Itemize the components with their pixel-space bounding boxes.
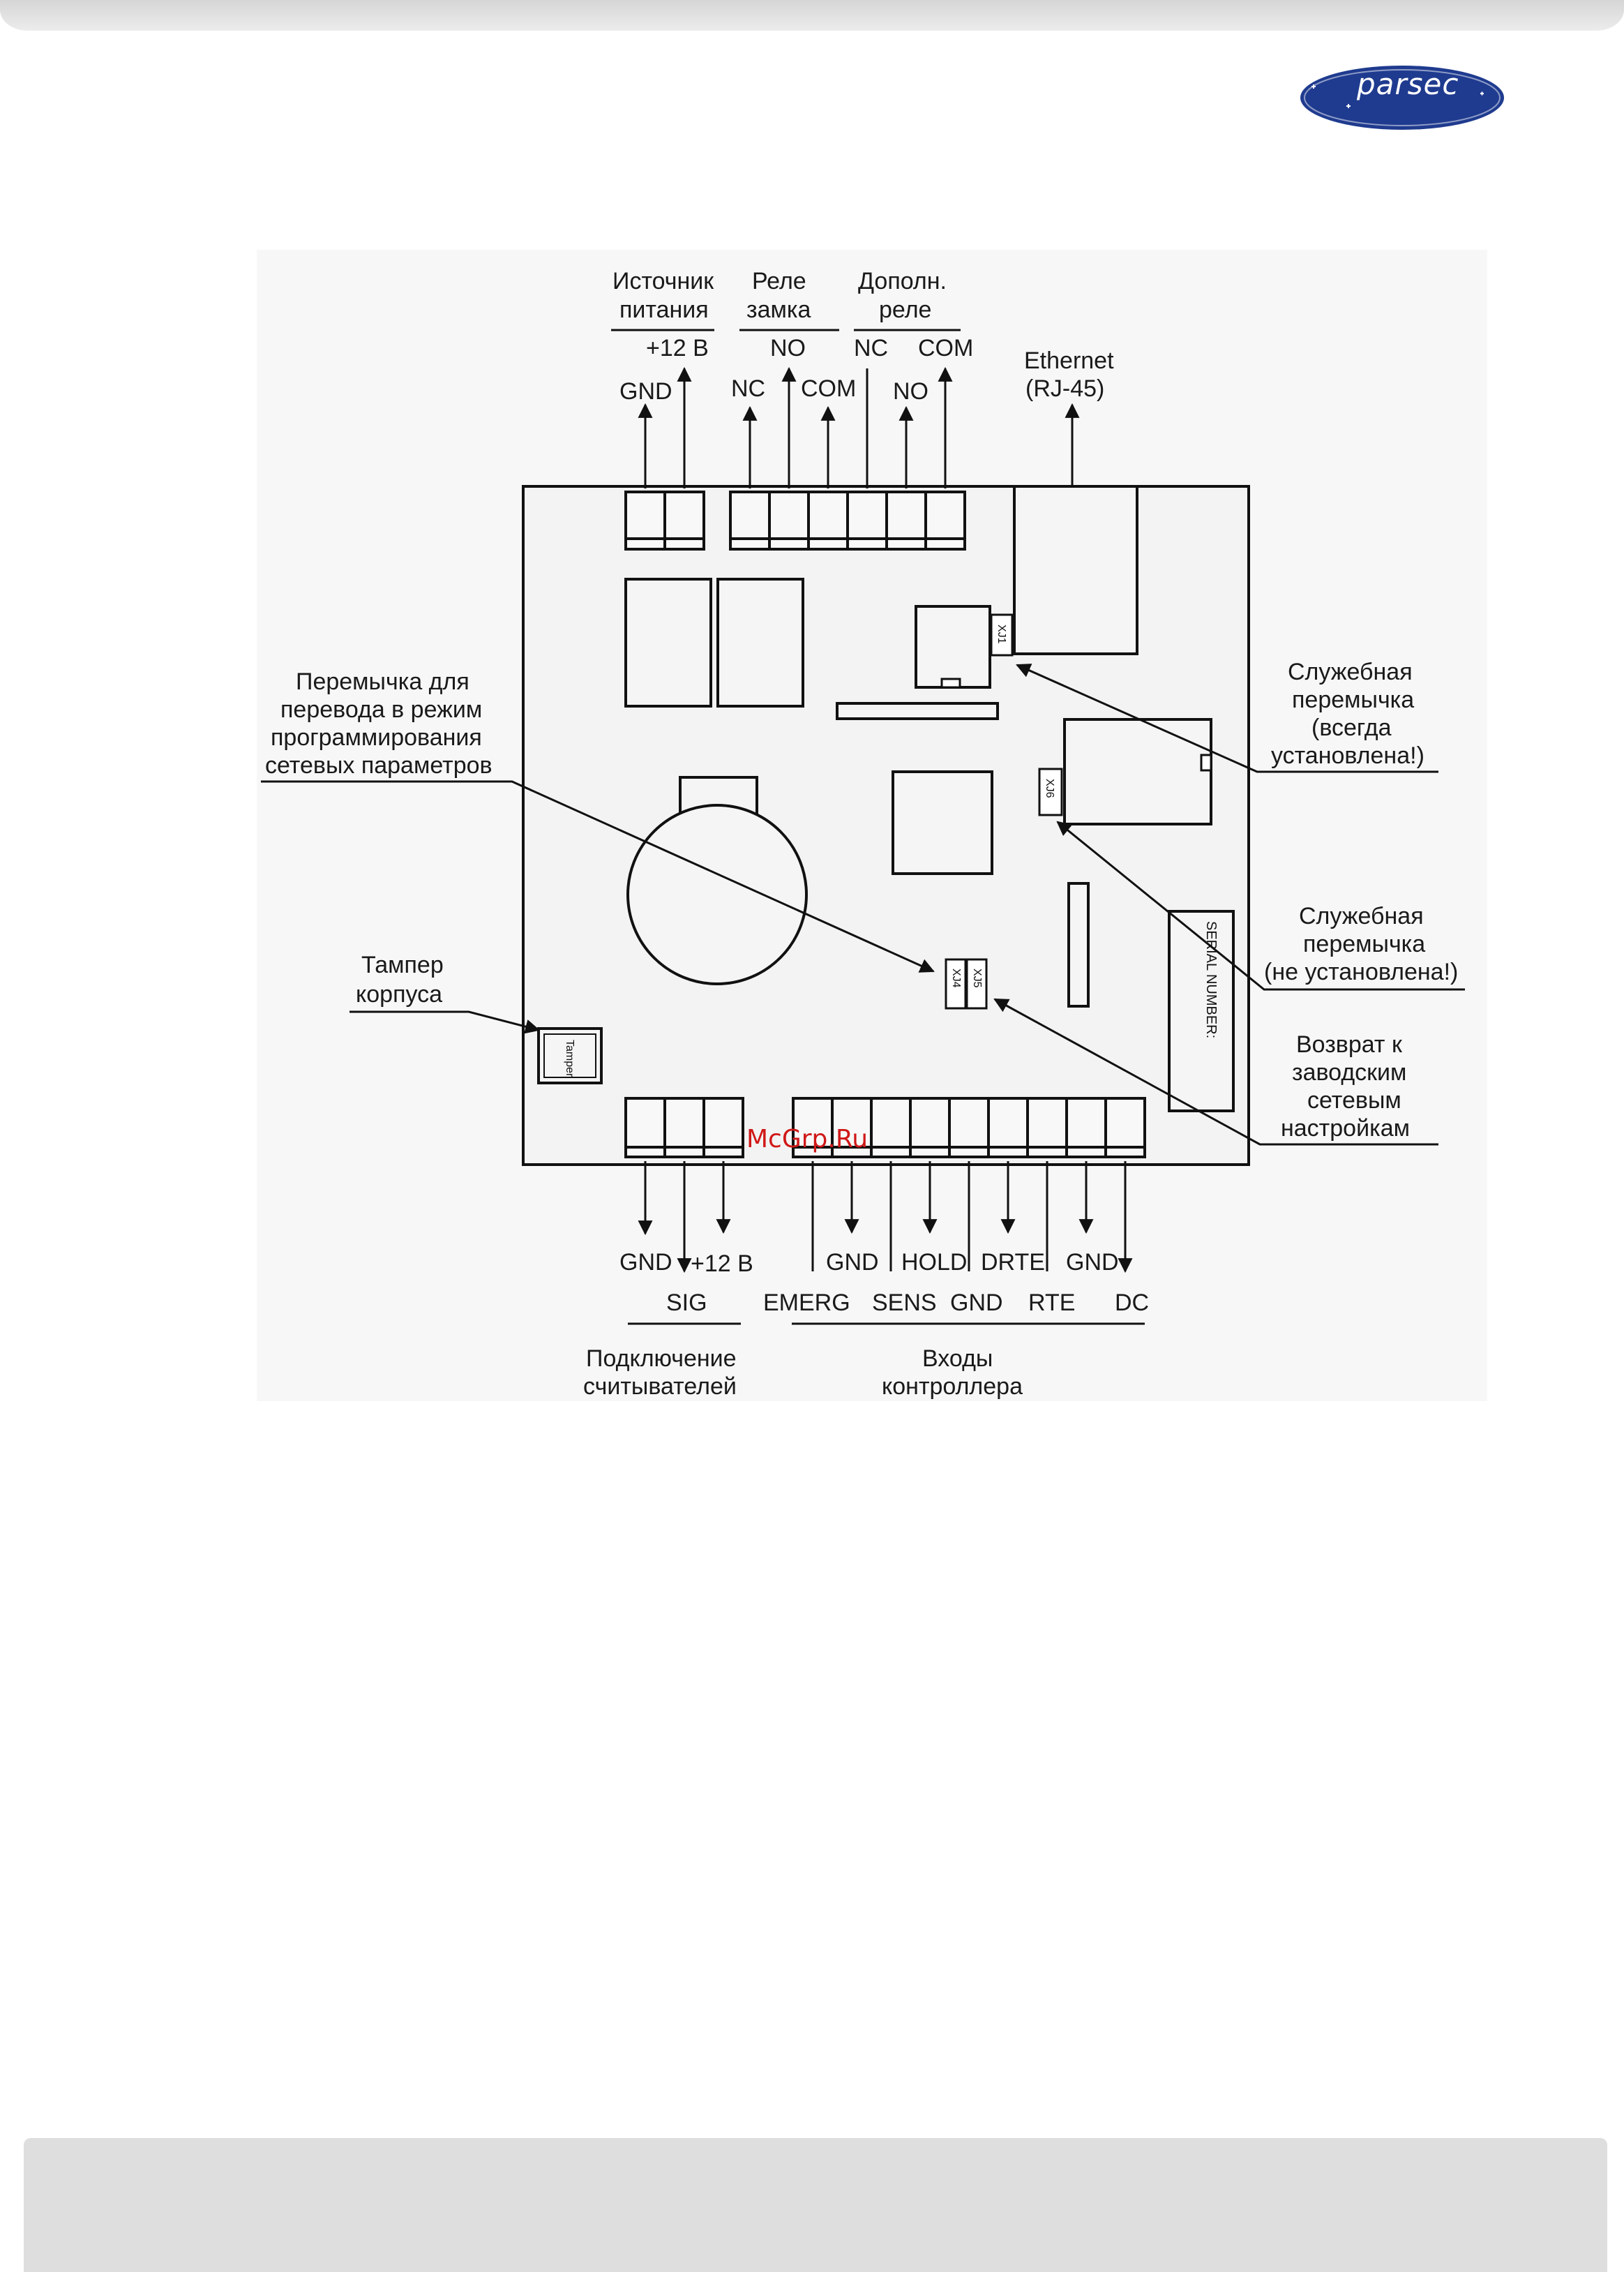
parsec-logo bbox=[1300, 66, 1504, 130]
xj6-jumper bbox=[1038, 768, 1063, 816]
serial-text: SERIAL NUMBER: bbox=[1203, 921, 1219, 1038]
jumper-prog-label-1: Перемычка для bbox=[296, 668, 469, 695]
tamper-switch bbox=[537, 1027, 603, 1084]
ethernet-jack bbox=[1013, 485, 1138, 655]
battery bbox=[626, 804, 808, 985]
inputs-label-2: контроллера bbox=[882, 1373, 1023, 1400]
pin-plus12-reader: +12 В bbox=[691, 1250, 753, 1277]
pin-no-lock: NO bbox=[770, 335, 806, 361]
lock-relay-label-1: Реле bbox=[752, 268, 806, 294]
xj4-label: XJ4 bbox=[950, 969, 962, 988]
service-installed-2: перемычка bbox=[1292, 687, 1414, 713]
aux-relay-label-2: реле bbox=[879, 297, 931, 323]
pin-sens: SENS bbox=[872, 1290, 937, 1316]
pin-nc-aux: NC bbox=[854, 335, 888, 361]
pin-rte: RTE bbox=[1028, 1290, 1075, 1316]
jumper-prog-label-2: перевода в режим bbox=[280, 696, 482, 723]
footer-band bbox=[24, 2138, 1607, 2272]
xj5-label: XJ5 bbox=[971, 969, 983, 988]
relay-2 bbox=[716, 578, 804, 708]
logo-text: parsec bbox=[1357, 67, 1459, 101]
vertical-header bbox=[1067, 882, 1090, 1008]
jumper-prog-label-3: программирования bbox=[271, 724, 482, 751]
header-band bbox=[0, 0, 1624, 31]
pin-drte: DRTE bbox=[981, 1249, 1045, 1276]
factory-reset-3: сетевым bbox=[1307, 1087, 1401, 1114]
power-label-2: питания bbox=[619, 297, 709, 323]
pin-plus12: +12 В bbox=[646, 335, 709, 361]
pin-no-aux: NO bbox=[893, 378, 928, 405]
factory-reset-1: Возврат к bbox=[1296, 1031, 1403, 1058]
pin-dc: DC bbox=[1115, 1290, 1149, 1316]
pin-header bbox=[836, 702, 999, 720]
pin-gnd-3: GND bbox=[1066, 1249, 1119, 1276]
xj1-label: XJ1 bbox=[995, 625, 1007, 644]
watermark: McGrp.Ru bbox=[746, 1125, 868, 1153]
service-not-installed-1: Служебная bbox=[1299, 903, 1424, 929]
service-not-installed-2: перемычка bbox=[1303, 931, 1425, 957]
jumper-prog-label-4: сетевых параметров bbox=[265, 752, 493, 779]
pin-com-lock: COM bbox=[801, 375, 856, 402]
xj4-jumper bbox=[945, 958, 967, 1010]
module bbox=[915, 605, 991, 689]
pin-sig: SIG bbox=[666, 1290, 707, 1316]
top-terminals bbox=[624, 491, 966, 551]
factory-reset-4: настройкам bbox=[1281, 1115, 1410, 1142]
service-installed-4: установлена!) bbox=[1271, 742, 1424, 769]
aux-relay-label-1: Дополн. bbox=[858, 268, 947, 294]
ethernet-label-2: (RJ-45) bbox=[1025, 375, 1104, 402]
xj1-jumper bbox=[990, 613, 1014, 657]
readers-label-2: считывателей bbox=[583, 1373, 737, 1400]
cpu-chip bbox=[892, 770, 993, 875]
readers-label-1: Подключение bbox=[586, 1345, 737, 1372]
pin-gnd-reader: GND bbox=[619, 1249, 672, 1276]
relay-1 bbox=[624, 578, 712, 708]
pin-emerg: EMERG bbox=[763, 1290, 850, 1316]
xj5-jumper bbox=[965, 958, 988, 1010]
xj6-label: XJ6 bbox=[1044, 779, 1055, 798]
service-not-installed-3: (не установлена!) bbox=[1264, 959, 1458, 985]
inputs-label-1: Входы bbox=[922, 1345, 993, 1372]
pin-nc-lock: NC bbox=[731, 375, 765, 402]
factory-reset-2: заводским bbox=[1292, 1059, 1406, 1086]
pin-gnd-top: GND bbox=[619, 378, 672, 405]
service-installed-1: Служебная bbox=[1288, 659, 1413, 685]
lock-relay-label-2: замка bbox=[746, 297, 811, 323]
pin-gnd-1: GND bbox=[826, 1249, 879, 1276]
power-label-1: Источник bbox=[612, 268, 714, 294]
pin-com-aux: COM bbox=[918, 335, 973, 361]
tamper-label-2: корпуса bbox=[356, 981, 442, 1008]
tamper-label-1: Тампер bbox=[361, 952, 444, 978]
tamper-label-board: Tamper bbox=[564, 1040, 576, 1077]
service-installed-3: (всегда bbox=[1311, 715, 1392, 741]
right-module bbox=[1063, 718, 1212, 825]
pin-gnd-2: GND bbox=[950, 1290, 1003, 1316]
bottom-terminals bbox=[624, 1097, 1146, 1158]
pin-hold: HOLD bbox=[901, 1249, 967, 1276]
serial-label bbox=[1168, 910, 1235, 1112]
ethernet-label-1: Ethernet bbox=[1024, 347, 1114, 374]
